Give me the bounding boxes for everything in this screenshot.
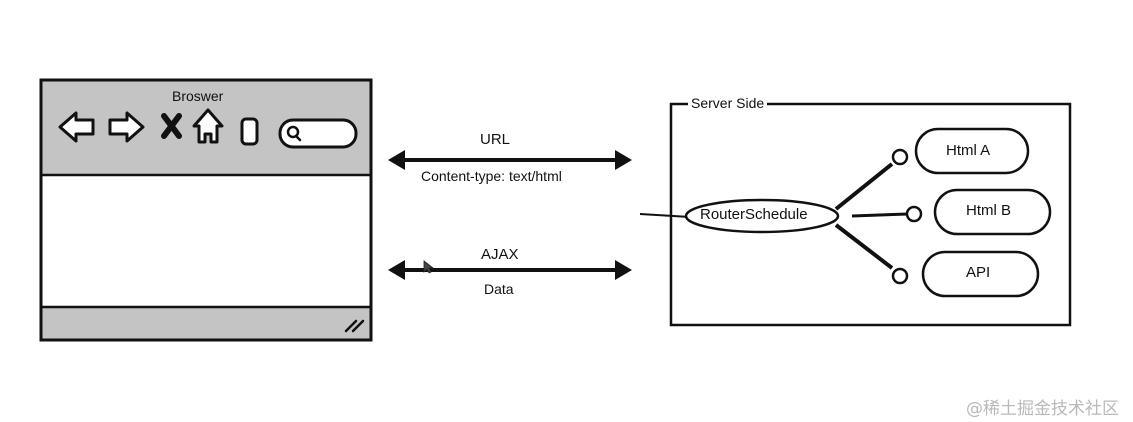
bottom-double-arrow — [388, 260, 632, 280]
node-api[interactable] — [921, 250, 1040, 298]
watermark: @稀土掘金技术社区 — [966, 399, 1119, 419]
mouse-cursor-icon — [423, 260, 435, 274]
router-node[interactable] — [684, 198, 840, 234]
api-label: API — [966, 264, 991, 281]
html-b-label: Html B — [966, 202, 1011, 219]
ajax-label: AJAX — [481, 246, 519, 263]
node-html-b[interactable] — [933, 188, 1052, 236]
forward-arrow-icon[interactable] — [108, 111, 145, 143]
browser-statusbar — [41, 307, 371, 340]
server-side-group — [639, 102, 1072, 327]
browser-frame — [39, 78, 373, 342]
resize-grip-icon[interactable] — [344, 319, 365, 333]
socket-api — [891, 267, 909, 285]
search-box[interactable] — [278, 118, 358, 149]
socket-html-a — [891, 148, 909, 166]
home-icon[interactable] — [192, 108, 224, 144]
router-label: RouterSchedule — [700, 206, 808, 223]
url-label: URL — [480, 131, 511, 148]
content-type-label: Content-type: text/html — [421, 168, 562, 184]
socket-html-b — [905, 205, 923, 223]
node-html-a[interactable] — [914, 127, 1030, 175]
connector-html-a — [834, 162, 894, 211]
connector-api — [834, 223, 894, 270]
page-icon[interactable] — [240, 117, 259, 146]
router-input-line — [639, 213, 691, 218]
html-a-label: Html A — [946, 142, 991, 159]
connector-html-b — [851, 212, 909, 218]
browser-title: Broswer — [172, 88, 224, 104]
search-icon — [286, 125, 300, 139]
browser-window — [39, 78, 373, 342]
data-label: Data — [484, 281, 514, 297]
server-side-frame — [669, 102, 1072, 327]
top-double-arrow — [388, 150, 632, 170]
server-side-title: Server Side — [688, 95, 768, 111]
back-arrow-icon[interactable] — [58, 111, 95, 143]
close-icon[interactable] — [161, 113, 182, 139]
